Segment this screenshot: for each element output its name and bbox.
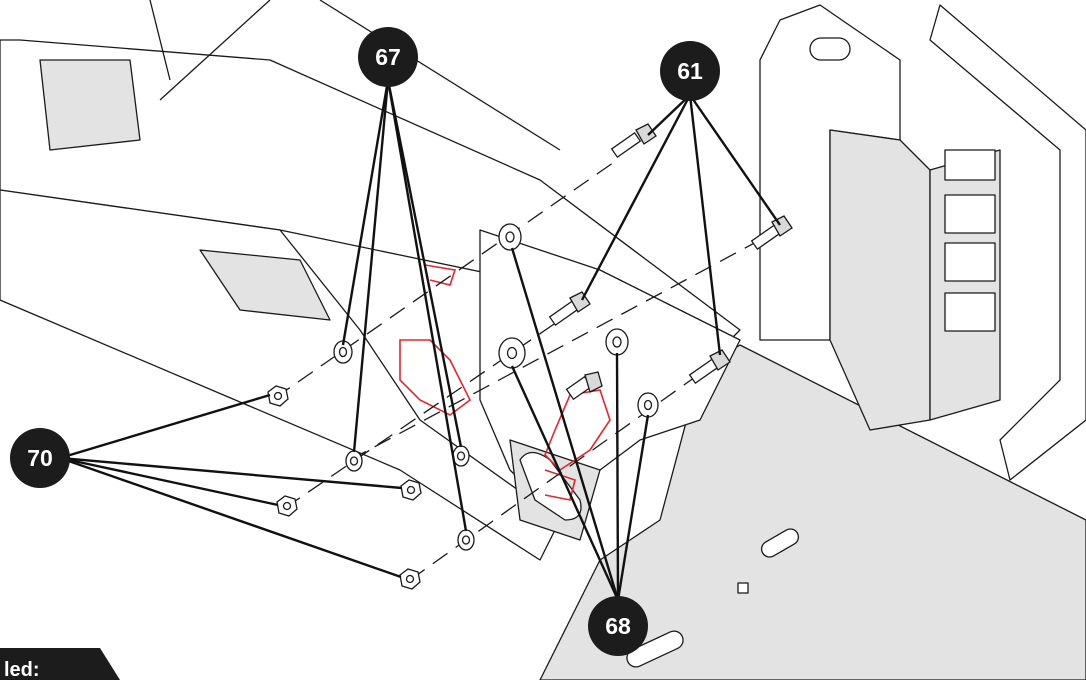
leader-68-3 [615, 352, 620, 601]
callout-61: 61 [660, 41, 720, 101]
leader-61-4 [688, 94, 722, 356]
bolt-3 [548, 291, 591, 327]
callout-67-label: 67 [375, 44, 401, 70]
red-bracket-left-tab [424, 264, 457, 286]
leader-67-1 [341, 79, 390, 346]
panel-window-2 [944, 194, 996, 234]
lower-rail-shade [199, 249, 331, 321]
leader-70-2 [59, 456, 279, 507]
panel-window-4 [944, 292, 996, 332]
callout-70: 70 [10, 428, 70, 488]
bolt-center [565, 371, 603, 401]
callout-67: 67 [358, 27, 418, 87]
footer-tab-text: led: [4, 659, 40, 680]
washers [333, 223, 659, 551]
red-bracket-right-lower [544, 469, 576, 501]
bolt-1 [610, 123, 657, 159]
panel-window-1 [944, 149, 996, 181]
callout-61-label: 61 [677, 58, 703, 84]
leader-67-2 [352, 79, 390, 453]
leader-68-4 [616, 414, 650, 601]
bottom-slot-2 [626, 630, 684, 668]
leader-67-3 [386, 79, 463, 448]
leader-68-1 [510, 247, 620, 601]
leader-61-1 [647, 94, 691, 136]
bottom-slot-1 [760, 528, 800, 558]
leader-70-4 [59, 456, 402, 579]
leader-68-2 [510, 365, 620, 601]
fasteners [267, 123, 793, 590]
leader-70-3 [59, 456, 403, 490]
leader-lines [59, 79, 781, 601]
callout-68-label: 68 [605, 613, 631, 639]
callout-68: 68 [588, 596, 648, 656]
callout-70-label: 70 [27, 445, 53, 471]
central-slot [519, 451, 582, 521]
alignment-line-1 [274, 157, 621, 399]
rail-top-edge [149, 0, 561, 151]
footer-tab: led: [0, 648, 120, 680]
nuts [267, 385, 422, 590]
upper-rail-shade [39, 59, 141, 151]
leader-70-1 [59, 393, 271, 460]
leader-61-3 [580, 94, 692, 301]
leader-61-2 [689, 94, 781, 226]
far-right-panel [929, 4, 1086, 481]
panel-window-3 [944, 242, 996, 282]
right-bracket-shade [829, 129, 931, 431]
bottom-square-hole [737, 582, 749, 594]
alignment-line-2 [349, 239, 761, 461]
central-mounting-plate [479, 229, 741, 521]
far-right-panel-shade [929, 149, 1001, 421]
bracket-slot-1 [809, 37, 851, 61]
leader-67-4 [386, 79, 468, 532]
lower-frame-plate [539, 344, 1086, 680]
bolt-4 [688, 349, 731, 385]
